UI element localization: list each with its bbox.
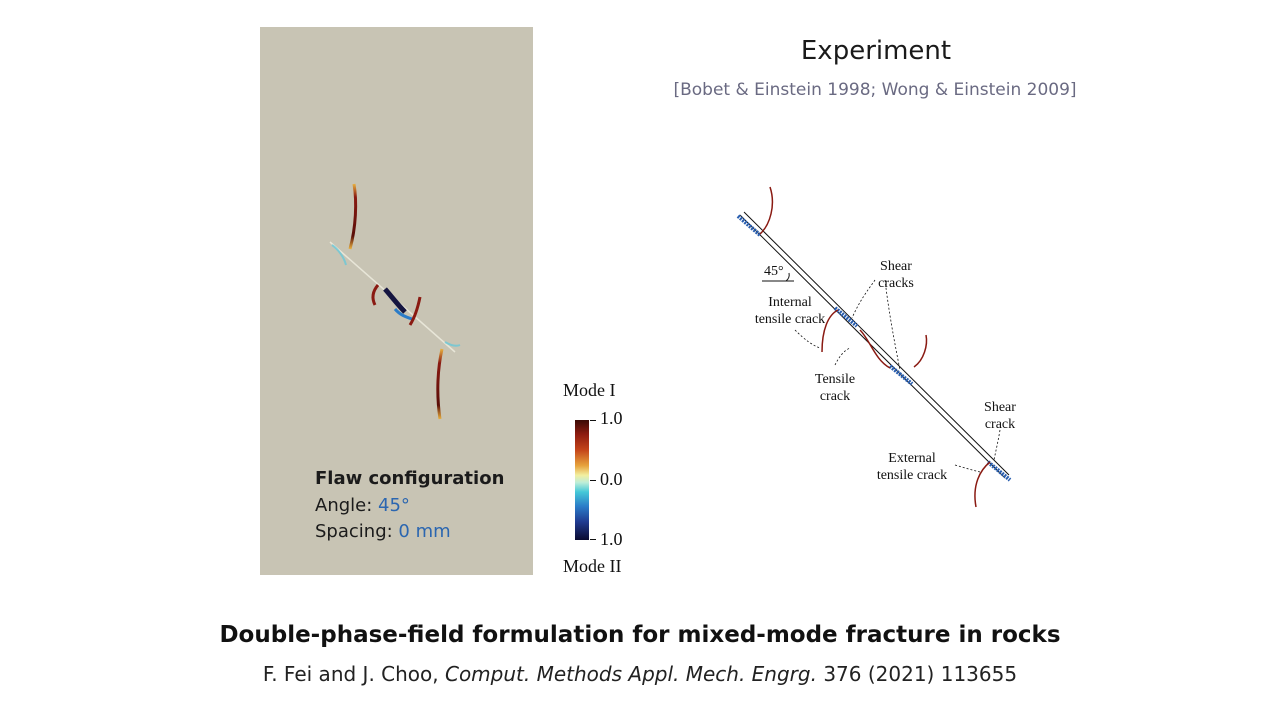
upper-shear-tip — [331, 244, 347, 266]
spacing-line: Spacing: 0 mm — [315, 519, 504, 545]
shear-cracks-label: Shear cracks — [868, 258, 924, 292]
colorbar — [575, 420, 589, 540]
upper-tensile-crack — [348, 183, 358, 250]
angle-value: 45° — [378, 495, 410, 516]
spacing-label: Spacing: — [315, 521, 393, 542]
tensile-crack-line1: Tensile — [814, 372, 856, 387]
tensile-crack-mid-right — [913, 334, 928, 368]
shear-crack-line2: crack — [984, 417, 1016, 432]
angle-label: Angle: — [315, 495, 373, 516]
paper-journal: Comput. Methods Appl. Mech. Engrg. — [444, 662, 817, 686]
crack-field-plot — [329, 183, 461, 420]
colorbar-top-label: Mode I — [563, 380, 616, 400]
colorbar-bottom-label: Mode II — [563, 556, 622, 576]
colorbar-tick-top-label: 1.0 — [600, 408, 623, 428]
paper-citation: F. Fei and J. Choo, Comput. Methods Appl… — [0, 662, 1280, 686]
internal-tensile-line2: tensile crack — [754, 312, 826, 327]
simulation-panel: Flaw configuration Angle: 45° Spacing: 0… — [260, 27, 533, 575]
shear-crack-label: Shear crack — [972, 399, 1028, 433]
angle-45-label: 45° — [764, 264, 784, 279]
shear-zone-mid1 — [833, 306, 859, 328]
internal-tensile-crack — [821, 309, 839, 353]
shear-zone-mid2 — [888, 364, 914, 386]
colorbar-tick-bottom — [590, 539, 596, 540]
tensile-crack-label: Tensile crack — [804, 371, 866, 405]
colorbar-tick-mid — [590, 480, 596, 481]
shear-zone-top — [736, 214, 762, 237]
external-tensile-label: External tensile crack — [862, 450, 962, 484]
colorbar-tick-bottom-label: 1.0 — [600, 529, 623, 549]
colorbar-tick-mid-label: 0.0 — [600, 469, 623, 489]
internal-tensile-line1: Internal — [768, 295, 812, 310]
experiment-reference: [Bobet & Einstein 1998; Wong & Einstein … — [673, 80, 1077, 100]
external-tensile-line1: External — [888, 451, 936, 466]
central-tensile-right — [408, 296, 422, 326]
paper-details: 376 (2021) 113655 — [816, 662, 1018, 686]
tensile-crack-line2: crack — [819, 389, 851, 404]
external-tensile-crack — [974, 461, 991, 508]
flaw-configuration: Flaw configuration Angle: 45° Spacing: 0… — [315, 468, 504, 545]
central-shear-blue — [393, 307, 413, 321]
colorbar-tick-top — [590, 420, 596, 421]
flaw-title: Flaw configuration — [315, 468, 505, 489]
experiment-title: Experiment — [800, 36, 952, 66]
crack-sketch — [736, 186, 1012, 508]
paper-authors: F. Fei and J. Choo, — [262, 662, 445, 686]
central-tensile-left — [371, 284, 380, 306]
shear-zone-bottom — [986, 460, 1012, 482]
tensile-crack-top — [759, 186, 774, 235]
experiment-diagram: 45° Shear cracks Internal tensile crack … — [700, 170, 1030, 515]
lower-tensile-crack — [436, 348, 444, 420]
shear-crack-line1: Shear — [984, 400, 1016, 415]
internal-tensile-label: Internal tensile crack — [740, 294, 840, 328]
spacing-value: 0 mm — [398, 521, 451, 542]
central-shear-crack — [383, 287, 407, 314]
shear-cracks-line1: Shear — [880, 259, 912, 274]
shear-cracks-line2: cracks — [878, 276, 914, 291]
external-tensile-line2: tensile crack — [876, 468, 948, 483]
paper-title: Double-phase-field formulation for mixed… — [219, 622, 1061, 648]
tensile-crack-mid — [859, 329, 891, 369]
angle-line: Angle: 45° — [315, 493, 504, 519]
lower-shear-tip — [444, 341, 461, 347]
